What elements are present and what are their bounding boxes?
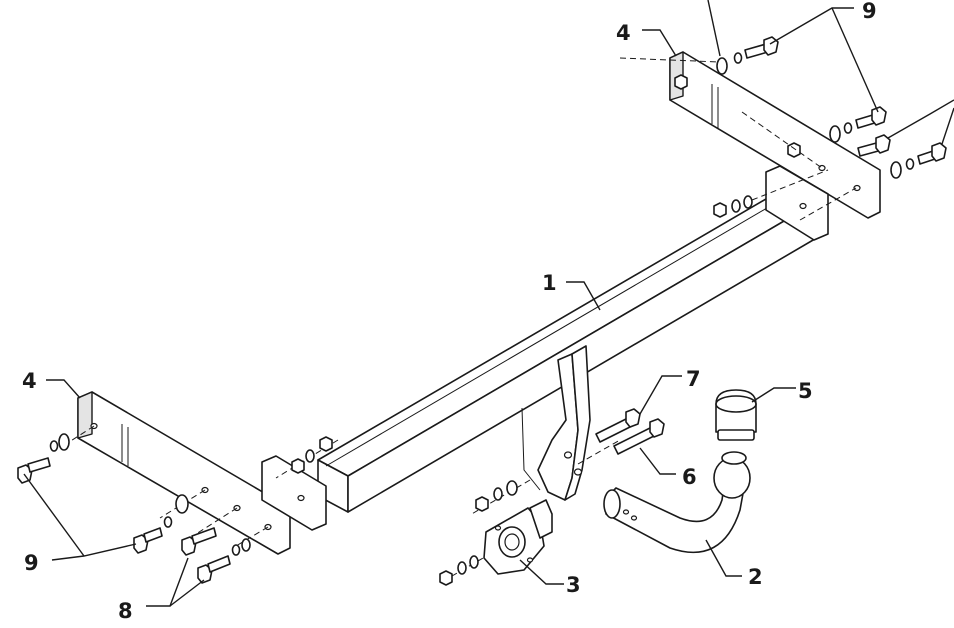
part-labels: 1 2 3 4 4 5 6 7 8 9 9 [22,0,877,623]
label-2: 2 [748,565,763,589]
leader-lines [23,0,954,607]
label-9-upper: 9 [862,0,877,23]
socket-plate [439,480,553,586]
ball-cover [715,389,757,441]
label-4-upper: 4 [616,21,631,45]
label-1: 1 [542,271,557,295]
fasteners-left [17,433,333,584]
label-7: 7 [686,367,701,391]
label-9-lower: 9 [24,551,39,575]
label-3: 3 [566,573,581,597]
tow-ball-neck [603,451,751,554]
cross-beam [261,165,829,531]
left-mounting-plate [77,391,291,555]
label-5: 5 [798,379,813,403]
label-8: 8 [118,599,133,623]
bolts-6-7 [595,408,665,455]
fasteners-right [713,36,947,218]
label-6: 6 [682,465,697,489]
label-4-lower: 4 [22,369,37,393]
